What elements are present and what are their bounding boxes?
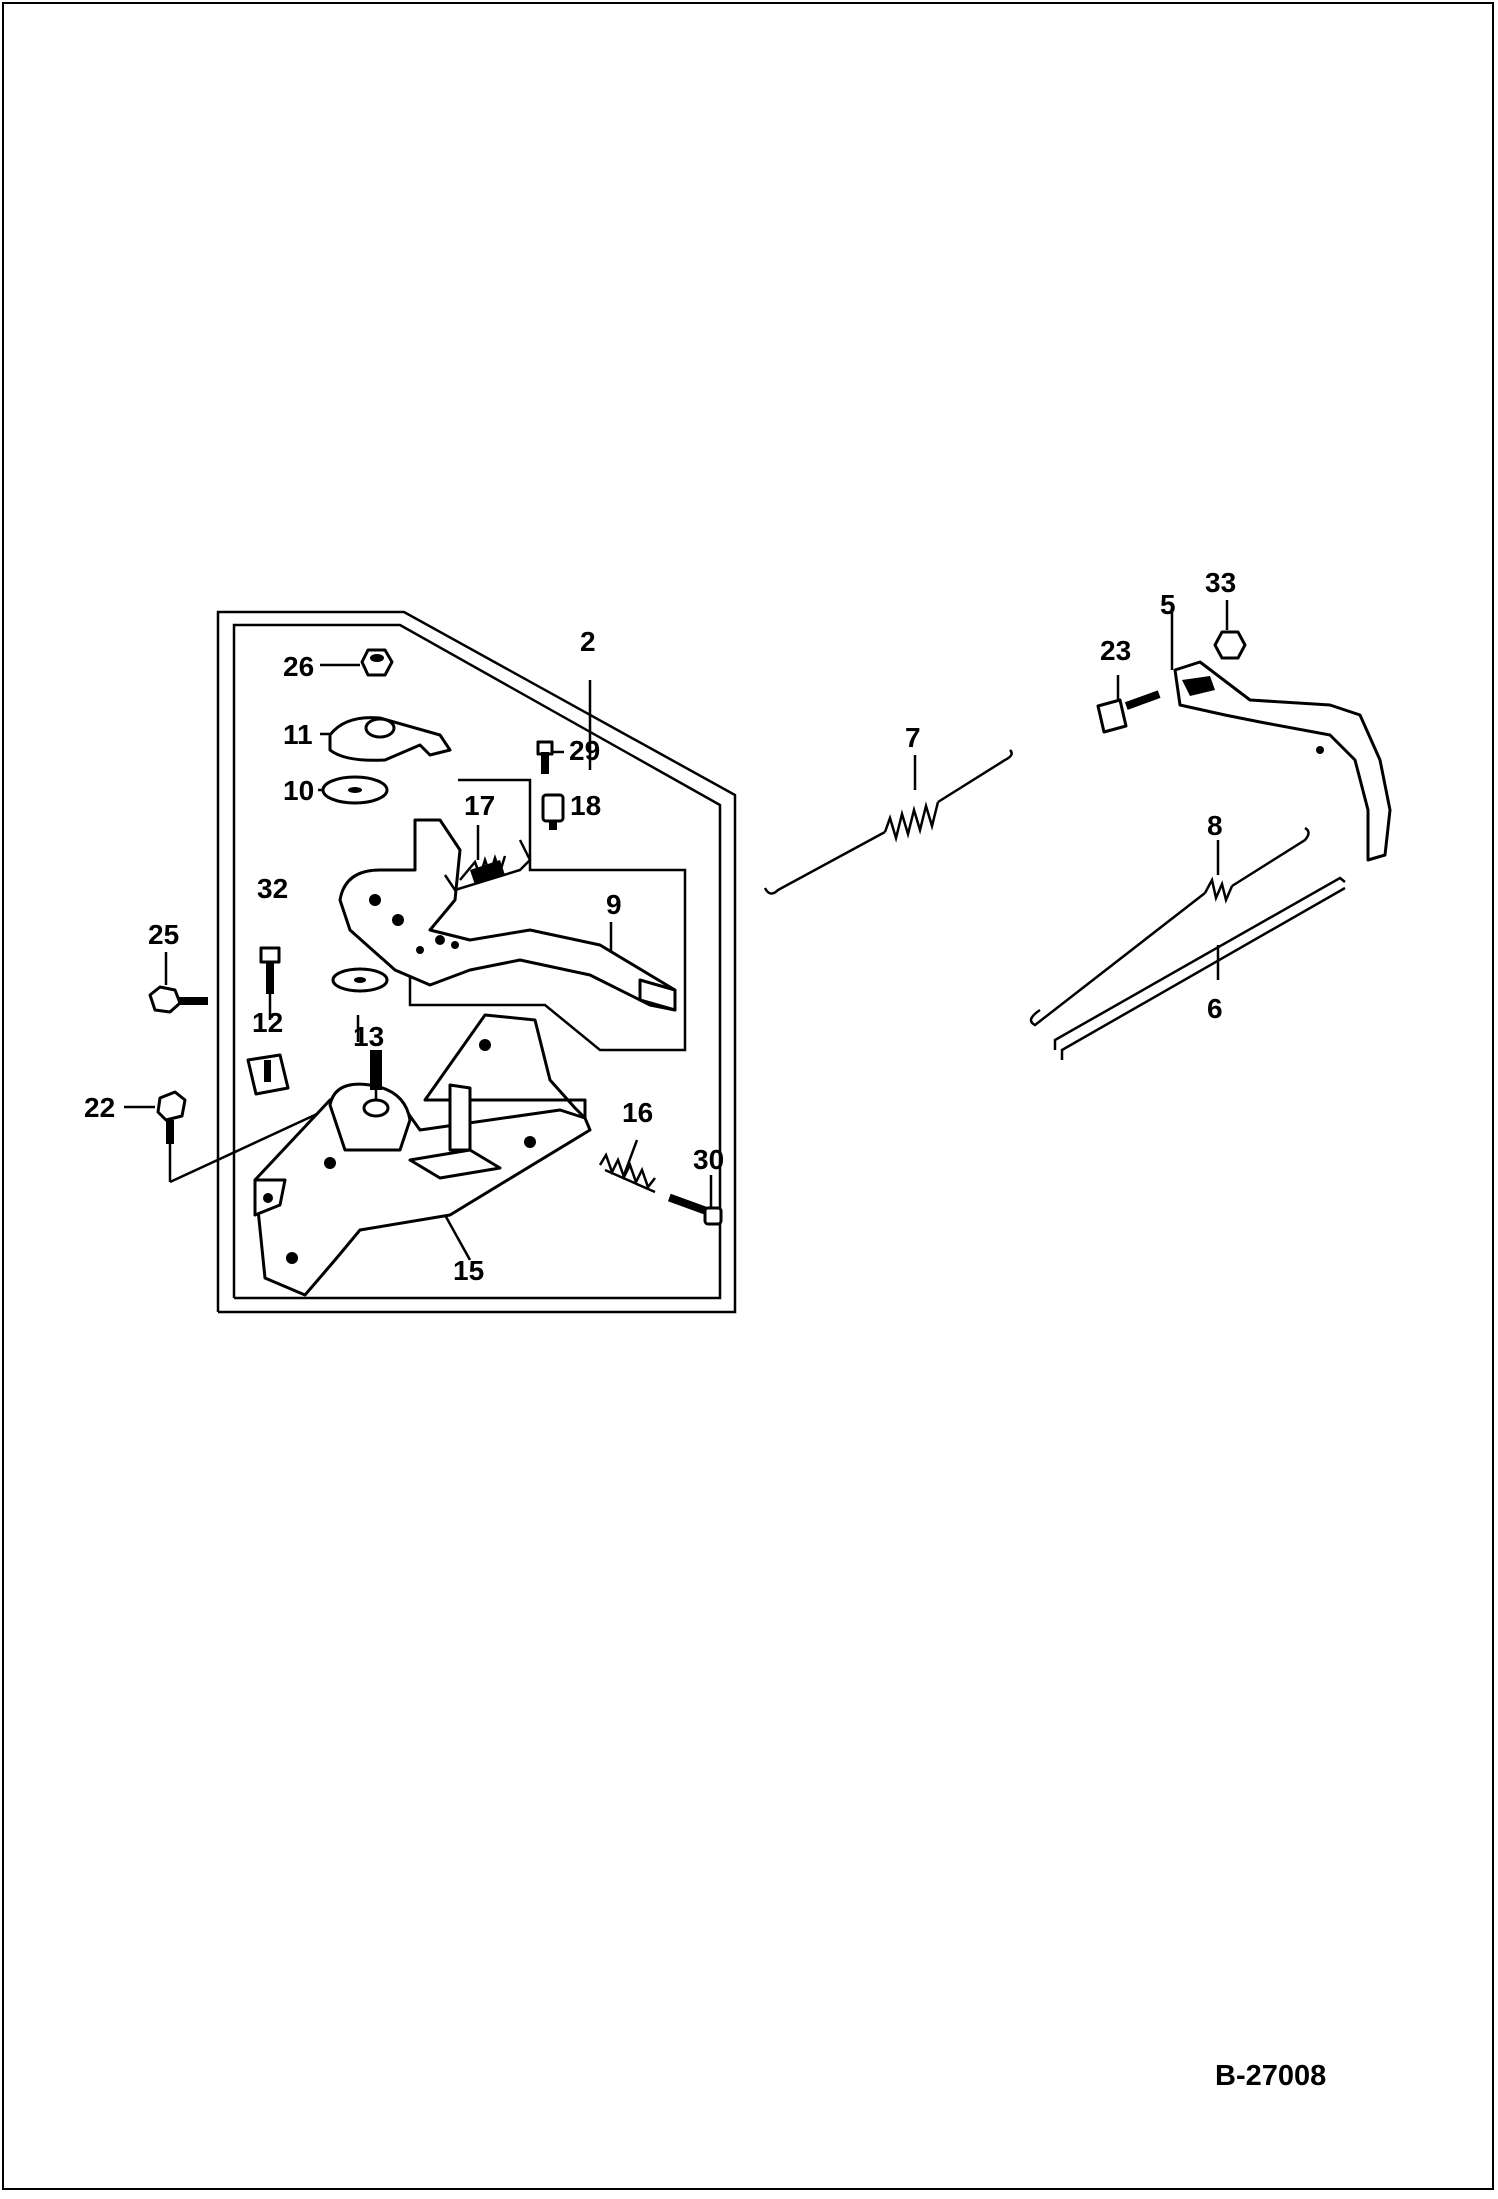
bolt-part-25 (148, 985, 208, 1014)
spring-part-17 (459, 854, 507, 881)
callout-18: 18 (570, 790, 601, 821)
rod-part-6 (1053, 876, 1346, 1060)
callout-26: 26 (283, 651, 314, 682)
spring-part-16 (598, 1152, 656, 1194)
callout-6: 6 (1207, 993, 1223, 1024)
callout-10: 10 (283, 775, 314, 806)
assembly-outline (216, 610, 737, 1314)
bolt-part-32 (259, 946, 281, 994)
callout-12: 12 (252, 1007, 283, 1038)
bolt-part-23 (1096, 690, 1161, 734)
callout-32: 32 (257, 873, 288, 904)
callout-8: 8 (1207, 810, 1223, 841)
bolt-part-29 (536, 740, 554, 774)
callout-5: 5 (1160, 589, 1176, 620)
nut-part-12 (246, 1053, 290, 1096)
arm-part-5 (1173, 660, 1392, 862)
plate-part-11 (328, 716, 452, 762)
callout-29: 29 (569, 735, 600, 766)
spring-part-7 (763, 749, 1013, 895)
drawing-code: B-27008 (1215, 2060, 1326, 2092)
callout-15: 15 (453, 1255, 484, 1286)
nut-part-26 (360, 648, 394, 677)
nut-part-18 (541, 793, 565, 830)
bolt-part-30 (667, 1193, 723, 1226)
callout-17: 17 (464, 790, 495, 821)
bolt-part-22 (156, 1090, 187, 1144)
callout-9: 9 (606, 889, 622, 920)
callout-22: 22 (84, 1092, 115, 1123)
callout-13: 13 (353, 1021, 384, 1052)
callout-23: 23 (1100, 635, 1131, 666)
callout-11: 11 (283, 719, 313, 750)
callout-16: 16 (622, 1097, 653, 1128)
callout-7: 7 (905, 722, 921, 753)
callout-2: 2 (580, 626, 596, 657)
control-lever-part-9 (338, 818, 677, 1012)
nut-part-33 (1213, 630, 1247, 660)
base-plate-part-15 (253, 1013, 592, 1297)
callout-30: 30 (693, 1144, 724, 1175)
spring-part-8 (1029, 826, 1310, 1027)
callout-33: 33 (1205, 567, 1236, 598)
callout-labels: 2 5 6 7 8 9 10 11 12 13 15 16 17 18 22 2… (84, 567, 1236, 1286)
callout-25: 25 (148, 919, 179, 950)
